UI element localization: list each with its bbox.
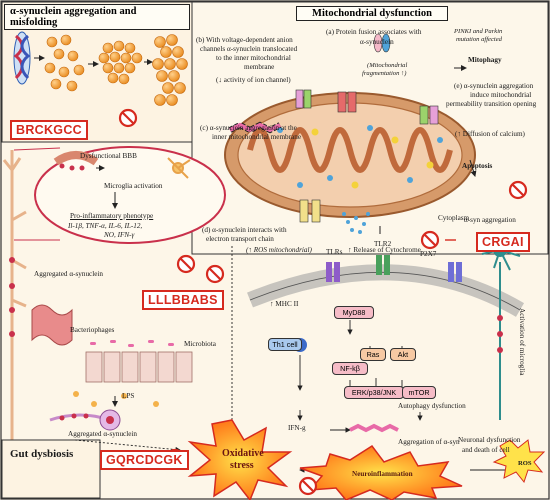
label-gqrcdcgk: GQRCDCGK xyxy=(100,450,189,470)
bbb-microglia: Microglia activation xyxy=(104,182,163,190)
receptor-icons xyxy=(326,255,462,282)
mito-d-line2: electron transport chain xyxy=(206,235,274,243)
bbb-dysfunctional: Dysfunctional BBB xyxy=(80,152,137,160)
mito-b-line1: (b) With voltage-dependent anion xyxy=(196,36,293,44)
mito-d-line1: (d) α-synuclein interacts with xyxy=(202,226,287,234)
sig-mhc: ↑ MHC II xyxy=(270,300,299,308)
mito-b-line2: channels α-synuclein translocated xyxy=(200,45,298,53)
gut-title-panel xyxy=(1,439,101,499)
sig-ifng: IFN-g xyxy=(288,424,306,432)
mitochondrion-icon xyxy=(224,92,476,218)
neuron-right-aggregates xyxy=(497,315,503,353)
bbb-vessel-icon xyxy=(53,151,99,171)
mito-title: Mitochondrial dysfunction xyxy=(296,6,448,21)
fibril-icon xyxy=(13,31,31,85)
sig-ros: ROS xyxy=(518,460,532,467)
inhibit-icon-mito xyxy=(508,180,528,200)
epithelium-icon xyxy=(85,351,193,383)
mito-c-line1: (c) α-synuclein aggregation at the xyxy=(200,124,297,132)
intestine-icon xyxy=(31,304,73,346)
oxidative-stress-burst xyxy=(187,419,293,500)
mito-frag: (Mitochondrial xyxy=(367,62,408,69)
microglia-icon xyxy=(167,157,191,179)
sig-aggregation: Aggregation of α-syn xyxy=(398,438,460,446)
gut-aggregated2: Aggregated α-synuclein xyxy=(68,430,138,438)
gut-microbiota: Microbiota xyxy=(184,340,216,348)
label-crgai: CRGAI xyxy=(476,232,530,252)
sig-nfkb: NF-kβ xyxy=(332,362,368,375)
sig-mtor: mTOR xyxy=(402,386,436,399)
inhibit-icon-mito2 xyxy=(205,264,225,284)
mito-e-line2: induce mitochondrial xyxy=(470,91,532,99)
mito-a-line1: (a) Protein fusion associates with xyxy=(326,28,422,36)
lps-icons xyxy=(73,391,159,407)
neuroinflammation-burst xyxy=(299,444,463,500)
sig-oxidative2: stress xyxy=(230,460,254,471)
sig-ras: Ras xyxy=(360,348,386,361)
label-lllbbabs: LLLBBABS xyxy=(142,290,224,310)
asyn-chain-icon xyxy=(228,121,282,134)
bbb-cytokines2: NO, IFN-γ xyxy=(104,231,135,239)
mito-cytoplasm: Cytoplasm xyxy=(438,214,470,222)
aggregate-icon xyxy=(98,40,143,85)
mito-pinki2: mutation affected xyxy=(456,36,502,43)
mito-mitophagy: Mitophagy xyxy=(468,56,502,64)
gut-bacteriophages: Bacteriophages xyxy=(70,326,115,334)
bbb-cytokines1: Il-1β, TNF-α, IL-6, IL-12, xyxy=(68,222,143,230)
microbiota-icons xyxy=(90,340,174,347)
bbb-pro: Pro-inflammatory phenotype xyxy=(70,212,154,220)
gut-title: Gut dysbiosis xyxy=(10,448,74,460)
sig-tlrs: TLRs xyxy=(326,248,343,256)
neuron-right-icon xyxy=(481,233,521,420)
neuron-left-aggregates xyxy=(9,257,15,337)
sig-th1: Th1 cell xyxy=(268,338,302,351)
mito-b-line3: to the inner mitochondrial xyxy=(216,54,291,62)
sig-oxidative1: Oxidative xyxy=(222,448,264,459)
gut-lps: LPS xyxy=(122,392,135,400)
sig-myd88: MyD88 xyxy=(334,306,374,319)
cytochrome-icon xyxy=(342,212,370,234)
sig-autophagy: Autophagy dysfunction xyxy=(398,402,466,410)
sig-neuronal1: Neuronal dysfunction xyxy=(458,436,521,444)
inhibit-icon-crgai xyxy=(420,230,440,250)
mito-frag2: fragmentation ↑) xyxy=(362,70,407,77)
mito-calcium: (↑ Diffusion of calcium) xyxy=(455,130,525,138)
ros-burst xyxy=(492,439,546,484)
mito-apoptosis: Apoptosis xyxy=(462,162,493,170)
sig-akt: Akt xyxy=(390,348,416,361)
enteric-neuron-icon xyxy=(49,409,121,431)
gut-aggregated: Aggregated α-synuclein xyxy=(34,270,104,278)
inhibit-icon xyxy=(118,108,138,128)
sig-activation: Activation of microglia xyxy=(518,308,526,376)
alpha-syn-title: α-synuclein aggregation and misfolding xyxy=(4,4,190,30)
sig-p2x7: P2X7 xyxy=(420,250,437,258)
mito-d-line3: (↑ ROS mitochondrial) xyxy=(246,246,312,254)
mito-c-line2: inner mitochondrial membrane xyxy=(212,133,302,141)
large-aggregate-icon xyxy=(152,34,188,106)
mito-e-line1: (e) α-synuclein aggregation xyxy=(454,82,534,90)
channel-proteins xyxy=(295,89,439,223)
sig-asyn-agg: α-syn aggregation xyxy=(464,216,516,224)
mito-pinki: PINKI and Parkin xyxy=(454,28,503,35)
asyn-protein-icon xyxy=(373,33,391,53)
mito-a-line2: α-synuclein xyxy=(360,38,394,46)
monomer-icons xyxy=(44,34,85,92)
sig-neuronal2: and death of cell xyxy=(462,446,510,454)
neuron-left-icon xyxy=(2,150,27,480)
mito-e-line3: permeability transition opening xyxy=(446,100,537,108)
sig-erk: ERK/p38/JNK xyxy=(344,386,404,399)
sig-neuroinflammation: Neuroinflammation xyxy=(352,470,413,478)
mito-cytochrome: ↑ Release of Cytochrome xyxy=(348,246,421,254)
asyn-aggregate-signal xyxy=(349,423,399,433)
label-brckgcc: BRCKGCC xyxy=(10,120,88,140)
mito-b-line5: (↓ activity of ion channel) xyxy=(216,76,291,84)
inhibit-icon-neuron xyxy=(176,254,196,274)
inhibit-icon-right xyxy=(298,476,318,496)
mito-b-line4: membrane xyxy=(244,63,275,71)
sig-tlr2: TLR2 xyxy=(374,240,392,248)
